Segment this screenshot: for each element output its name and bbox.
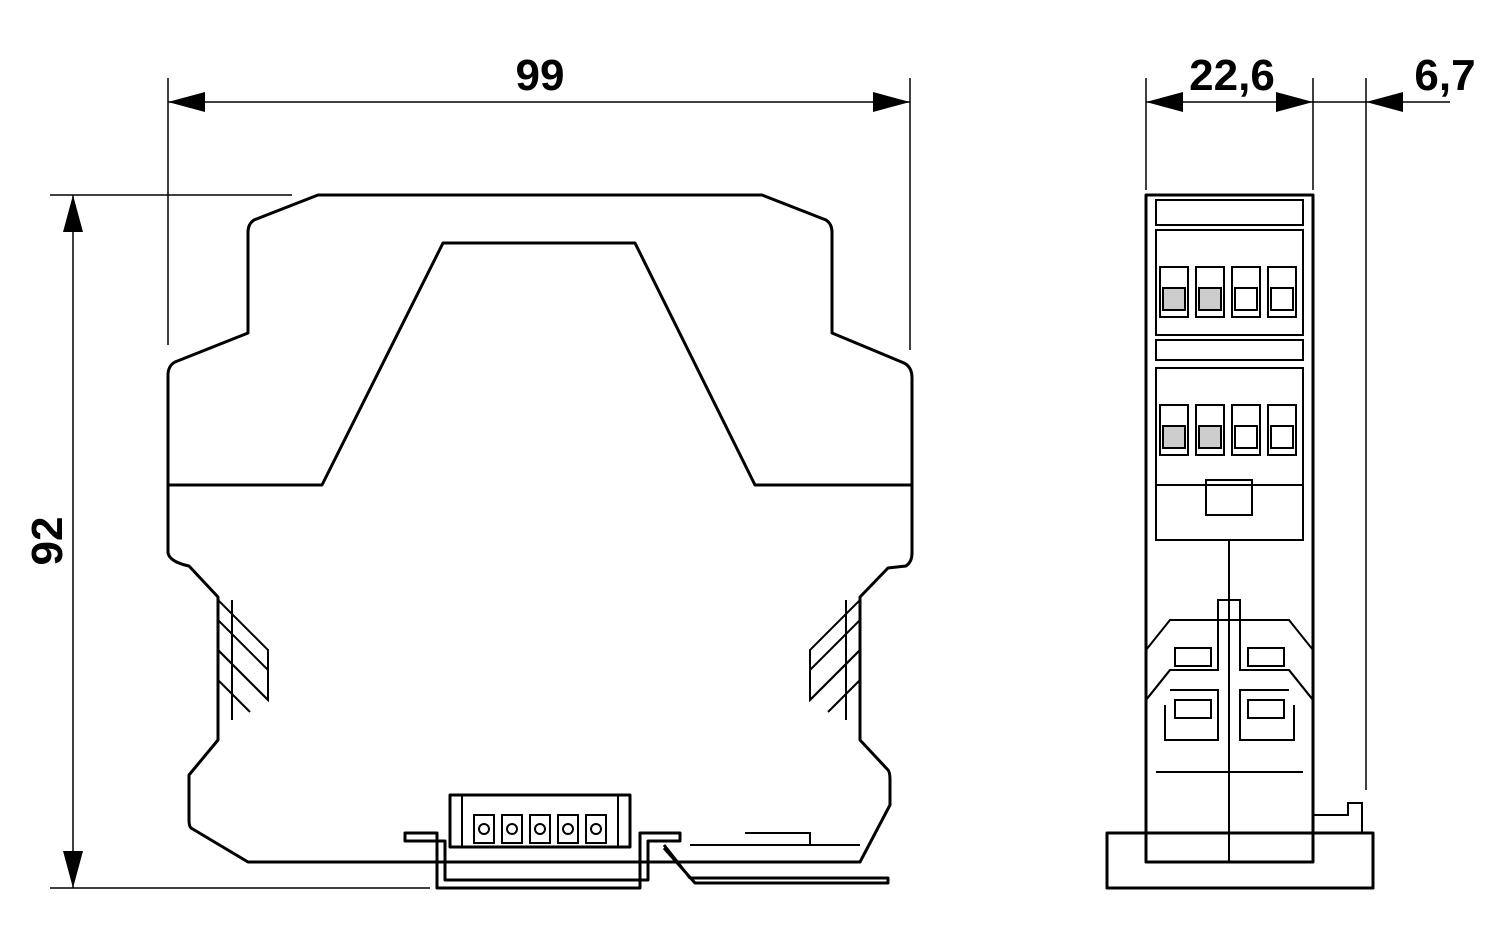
height-dimension: 92 xyxy=(23,194,430,889)
side-view: 22,6 6,7 xyxy=(1105,51,1476,890)
din-rail xyxy=(403,831,682,890)
terminal-block-bottom xyxy=(1155,339,1304,541)
offset-label: 6,7 xyxy=(1414,51,1475,100)
front-panel xyxy=(168,241,912,487)
left-vent xyxy=(217,599,269,720)
width-label: 99 xyxy=(516,51,565,100)
depth-label: 22,6 xyxy=(1189,51,1275,100)
housing-outline xyxy=(166,193,914,864)
right-vent xyxy=(809,599,861,720)
depth-dimension: 22,6 xyxy=(1145,51,1314,190)
side-din-rail xyxy=(1105,802,1375,890)
latch-foot xyxy=(662,844,890,885)
width-dimension: 99 xyxy=(167,51,911,350)
terminal-block-top xyxy=(1155,199,1304,336)
height-label: 92 xyxy=(23,517,72,566)
front-view: 99 92 xyxy=(23,51,914,890)
side-latch xyxy=(1145,599,1314,773)
bus-connector xyxy=(448,793,632,849)
offset-dimension: 6,7 xyxy=(1313,51,1476,790)
